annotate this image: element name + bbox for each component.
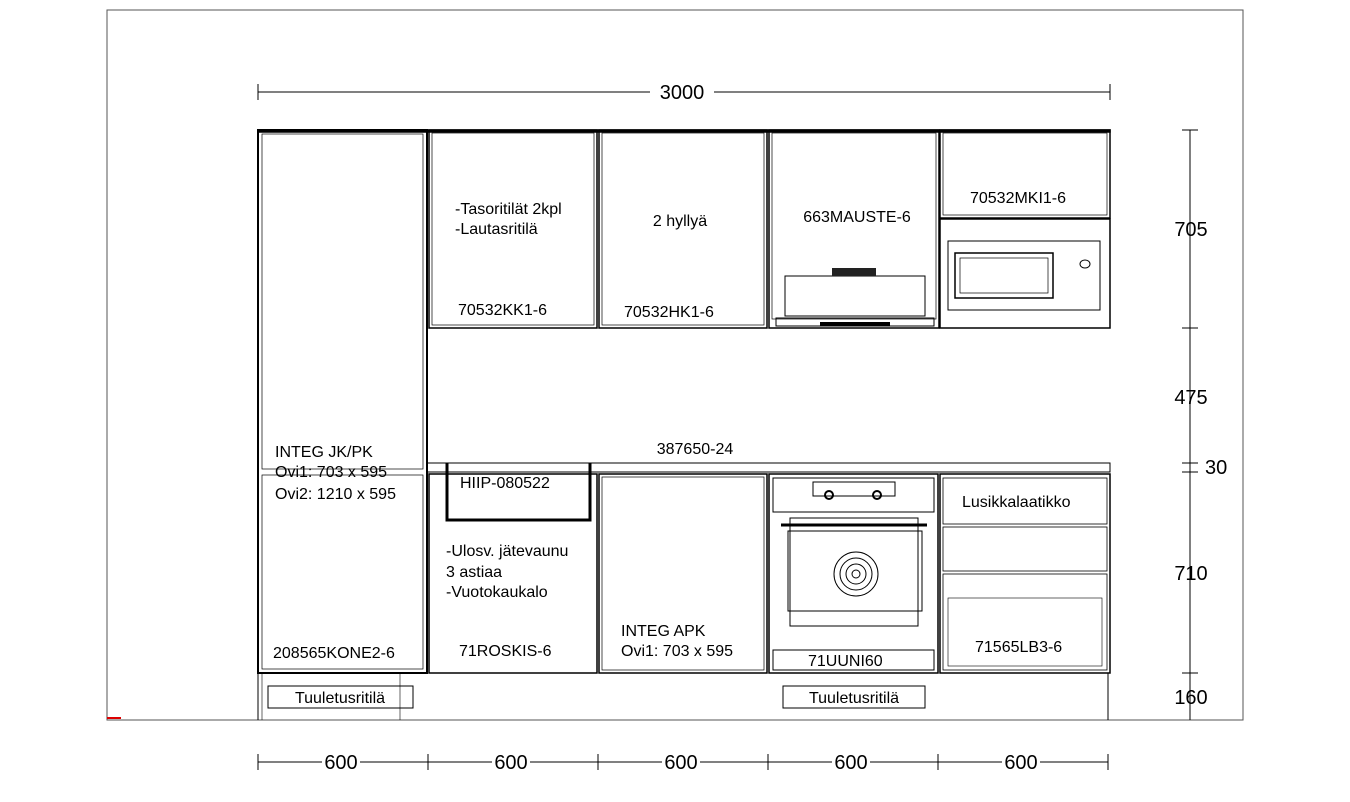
worktop <box>426 462 1111 473</box>
vent-left-label: Tuuletusritilä <box>295 690 385 707</box>
microwave <box>947 240 1101 311</box>
sink <box>445 463 592 522</box>
hk-note: 2 hyllyä <box>653 213 707 230</box>
apk-line-1: INTEG APK <box>621 623 706 640</box>
drawer-top-label: Lusikkalaatikko <box>962 494 1071 511</box>
kk-note-2: -Lautasritilä <box>455 221 538 238</box>
dim-705: 705 <box>1174 219 1207 241</box>
plinth <box>257 673 1109 720</box>
dim-710: 710 <box>1174 563 1207 585</box>
tall-line-3: Ovi2: 1210 x 595 <box>275 486 396 503</box>
sink-code: HIIP-080522 <box>460 475 550 492</box>
dim-30: 30 <box>1205 457 1227 479</box>
dim-600-4: 600 <box>834 752 867 774</box>
drawing-frame <box>106 9 1244 721</box>
dim-600-3: 600 <box>664 752 697 774</box>
dim-475: 475 <box>1174 387 1207 409</box>
kk-note-1: -Tasoritilät 2kpl <box>455 201 562 218</box>
roskis-code: 71ROSKIS-6 <box>459 643 552 660</box>
cooker-hood <box>775 268 935 327</box>
oven <box>772 477 935 671</box>
total-width-dimension <box>257 84 1111 100</box>
tall-code: 208565KONE2-6 <box>273 645 395 662</box>
vent-right-label: Tuuletusritilä <box>809 690 899 707</box>
kk-code: 70532KK1-6 <box>458 302 547 319</box>
tall-cabinet <box>257 129 428 674</box>
apk-line-2: Ovi1: 703 x 595 <box>621 643 733 660</box>
roskis-note-1: -Ulosv. jätevaunu <box>446 543 568 560</box>
drawer-code: 71565LB3-6 <box>975 639 1062 656</box>
hk-code: 70532HK1-6 <box>624 304 714 321</box>
worktop-code: 387650-24 <box>657 441 734 458</box>
mki-code: 70532MKI1-6 <box>970 190 1066 207</box>
roskis-note-2: 3 astiaa <box>446 564 502 581</box>
height-dimensions <box>1182 129 1198 720</box>
tall-line-1: INTEG JK/PK <box>275 444 373 461</box>
oven-code: 71UUNI60 <box>808 653 883 670</box>
base-cabinets <box>428 473 1111 674</box>
dim-160: 160 <box>1174 687 1207 709</box>
dim-600-5: 600 <box>1004 752 1037 774</box>
dim-600-1: 600 <box>324 752 357 774</box>
tall-line-2: Ovi1: 703 x 595 <box>275 464 387 481</box>
total-width-label: 3000 <box>660 82 705 104</box>
width-labels <box>322 752 1040 772</box>
roskis-note-3: -Vuotokaukalo <box>446 584 548 601</box>
dim-600-2: 600 <box>494 752 527 774</box>
mauste-code: 663MAUSTE-6 <box>803 209 911 226</box>
